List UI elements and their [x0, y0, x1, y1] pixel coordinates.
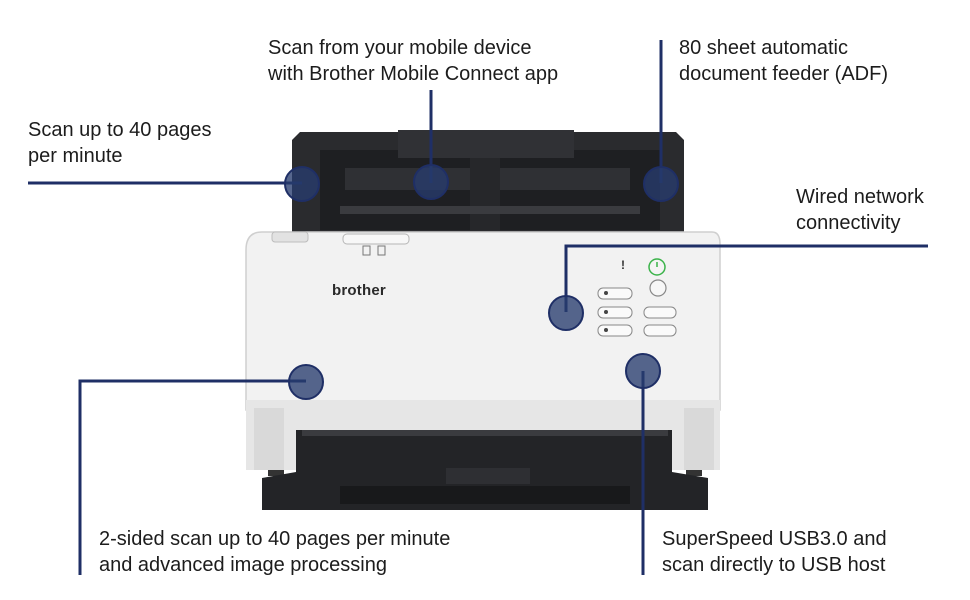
caption-line: scan directly to USB host — [662, 554, 886, 576]
callout-dot-network — [548, 295, 584, 331]
error-icon: ! — [621, 258, 625, 272]
caption-line: connectivity — [796, 212, 901, 234]
caption-line: 2-sided scan up to 40 pages per minute — [99, 528, 451, 550]
callout-dot-speed — [284, 166, 320, 202]
callout-lines — [28, 40, 928, 575]
caption-line: with Brother Mobile Connect app — [268, 63, 559, 85]
caption-line: Wired network — [796, 186, 924, 208]
callout-dot-mobile — [413, 164, 449, 200]
caption-line: document feeder (ADF) — [679, 63, 888, 85]
caption-mobile: Scan from your mobile device with Brothe… — [268, 35, 558, 87]
control-panel — [597, 258, 677, 337]
callout-dot-usb — [625, 353, 661, 389]
output-tray — [262, 430, 708, 510]
caption-line: and advanced image processing — [99, 554, 387, 576]
caption-usb: SuperSpeed USB3.0 and scan directly to U… — [662, 526, 887, 578]
caption-line: Scan up to 40 pages — [28, 119, 212, 141]
document-feeder-tray — [292, 130, 684, 236]
caption-line: per minute — [28, 145, 123, 167]
caption-duplex: 2-sided scan up to 40 pages per minute a… — [99, 526, 450, 578]
caption-line: SuperSpeed USB3.0 and — [662, 528, 887, 550]
brand-logo: brother — [332, 282, 386, 299]
caption-speed: Scan up to 40 pages per minute — [28, 117, 211, 169]
caption-adf: 80 sheet automatic document feeder (ADF) — [679, 35, 888, 87]
callout-dot-duplex — [288, 364, 324, 400]
caption-line: 80 sheet automatic — [679, 37, 848, 59]
caption-line: Scan from your mobile device — [268, 37, 532, 59]
caption-network: Wired network connectivity — [796, 184, 924, 236]
callout-dot-adf — [643, 166, 679, 202]
